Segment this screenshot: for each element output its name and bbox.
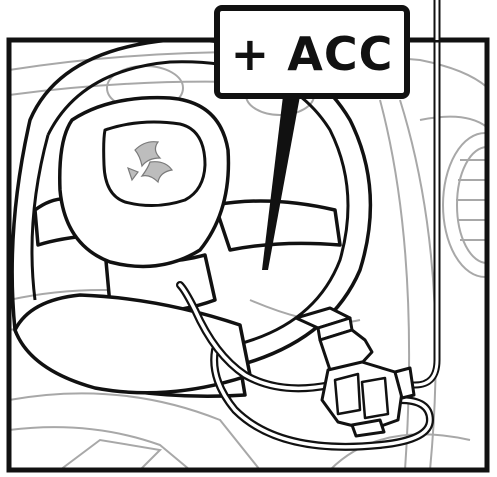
acc-callout-box: + ACC — [217, 8, 407, 96]
fuse-tap-connector-icon — [296, 308, 414, 436]
acc-callout-label: + ACC — [231, 27, 394, 81]
